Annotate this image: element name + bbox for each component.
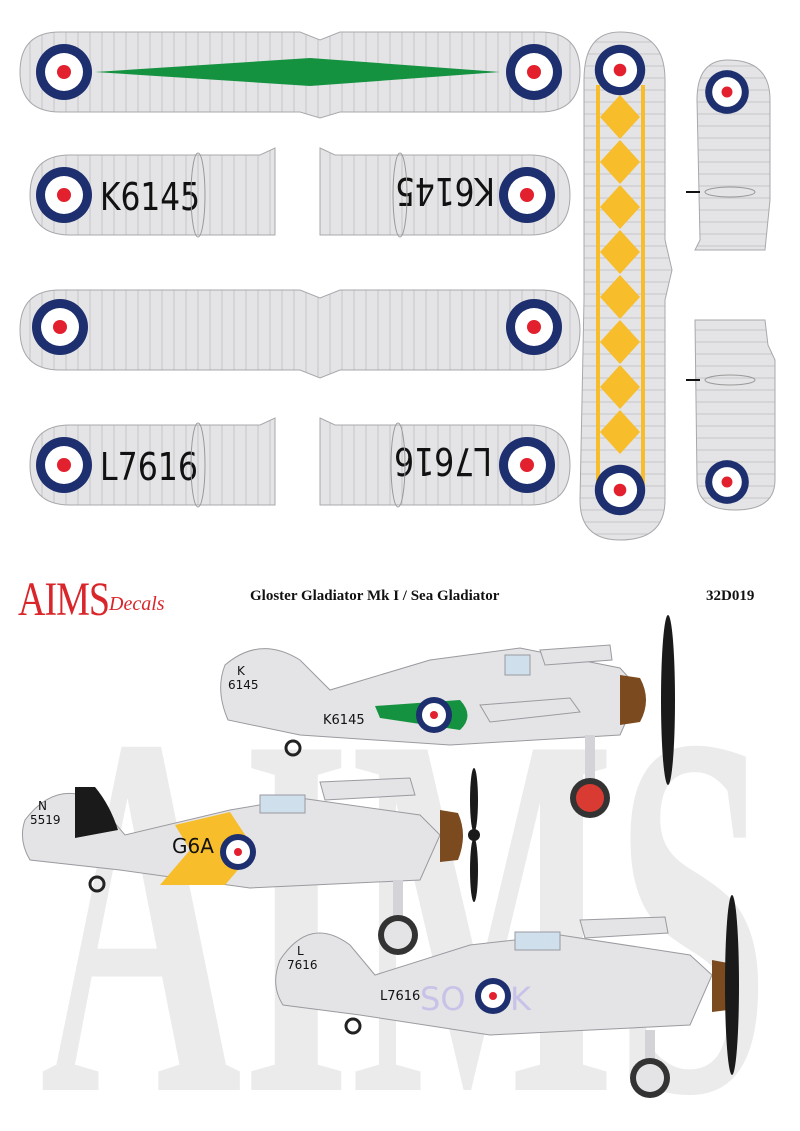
tail-number: 5519 — [30, 813, 61, 827]
tail-letter: N — [38, 799, 47, 813]
aircraft-2-profile: G6A N 5519 — [21, 768, 480, 955]
fuselage-code: G6A — [172, 834, 214, 858]
propeller — [661, 615, 675, 785]
brand-main: AIMS — [18, 573, 110, 627]
brand-sub: Decals — [109, 593, 165, 615]
propeller — [725, 895, 739, 1075]
tall-wing — [579, 31, 673, 541]
fuselage-serial: L7616 — [380, 989, 420, 1004]
small-wing-top — [686, 59, 771, 251]
lower-wing-left-2: L7616 — [29, 417, 276, 508]
lower-wing-right-1: K6145 — [319, 147, 571, 238]
product-code: 32D019 — [706, 588, 755, 604]
wheel-hub-red — [576, 784, 604, 812]
aircraft-1-profile: K6145 K 6145 — [220, 615, 675, 818]
yellow-diamonds — [600, 95, 640, 454]
wing-serial: K6145 — [100, 175, 200, 219]
wing-serial: L7616 — [100, 445, 198, 489]
tail-letter: K — [237, 664, 246, 678]
fuselage-serial: K6145 — [323, 713, 365, 728]
lower-wing-left-1: K6145 — [29, 147, 276, 238]
sheet-title: Gloster Gladiator Mk I / Sea Gladiator — [250, 588, 500, 604]
lower-wing-right-2: L7616 — [319, 417, 571, 508]
squadron-code-left: SO — [420, 980, 466, 1018]
propeller — [468, 829, 480, 841]
tail-number: 7616 — [287, 958, 318, 972]
small-wing-bottom — [686, 319, 776, 511]
tail-letter: L — [297, 944, 304, 958]
brand-logo: AIMSDecals — [18, 574, 165, 627]
squadron-code-right: K — [510, 980, 532, 1018]
tail-number: 6145 — [228, 678, 259, 692]
wing-serial: K6145 — [395, 169, 495, 213]
upper-wing-1 — [19, 31, 581, 119]
wing-plans: K6145 K6145 L7616 L7616 — [19, 31, 776, 541]
upper-wing-2 — [19, 289, 581, 379]
black-rudder — [75, 787, 118, 838]
aircraft-3-profile: SO K L7616 L 7616 — [275, 895, 739, 1098]
wing-serial: L7616 — [394, 439, 492, 483]
green-stripe — [95, 58, 500, 86]
